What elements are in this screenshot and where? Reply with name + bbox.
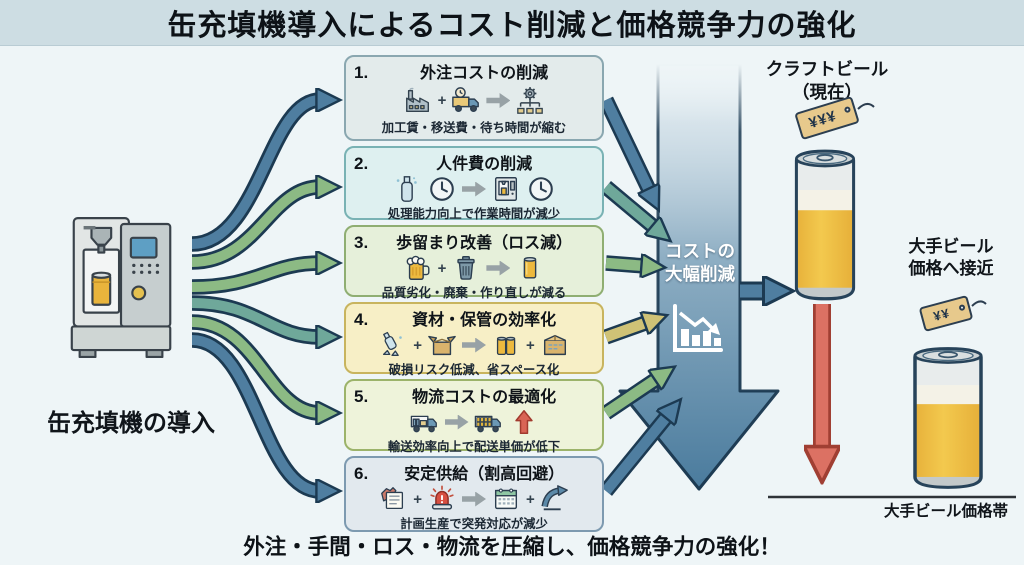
plus-sign: + (526, 336, 535, 354)
trash-icon (457, 256, 476, 280)
benefit-boxes: 1. 外注コストの削減 + 加工賃・移送費・待ち時間が縮む 2. 人件費の削減 … (344, 55, 604, 532)
box-header: 5. 物流コストの最適化 (354, 383, 594, 407)
price-floor-label: 大手ビール価格帯 (883, 503, 1008, 520)
benefit-box-1: 1. 外注コストの削減 + 加工賃・移送費・待ち時間が縮む (344, 55, 604, 141)
box-caption: 破損リスク低減、省スペース化 (388, 363, 560, 377)
tag-hole (843, 105, 852, 114)
truck-cans-icon (474, 415, 501, 433)
box-open-icon (428, 335, 456, 356)
calendar-icon (494, 488, 518, 510)
box-icon-row: + (354, 85, 594, 117)
transform-arrow-icon (444, 414, 469, 430)
box-title: 歩留まり改善（ロス減） (396, 235, 573, 252)
box-number: 6. (354, 464, 369, 483)
benefit-box-3: 3. 歩留まり改善（ロス減） + 品質劣化・廃棄・作り直しが減る (344, 225, 604, 300)
benefit-box-2: 2. 人件費の削減 処理能力向上で作業時間が減少 (344, 146, 604, 221)
plus-sign: + (526, 490, 535, 508)
transform-arrow-icon (486, 93, 511, 108)
page-title: 缶充填機導入によるコスト削減と価格競争力の強化 (167, 9, 857, 42)
transform-arrow-icon (462, 337, 486, 353)
filling-machine-icon (494, 177, 518, 201)
can-filler-machine-illustration (70, 217, 172, 359)
box-icon-row: ++ (354, 330, 594, 360)
major-beer-can (913, 347, 983, 489)
mug-icon (406, 255, 430, 280)
can-gold-icon (524, 256, 537, 279)
box-icon-row (354, 174, 594, 204)
box-icon-row: ++ (354, 484, 594, 514)
box-header: 6. 安定供給（割高回避） (354, 460, 594, 484)
box-icon-row (354, 407, 594, 437)
approach-label: 大手ビール 価格へ接近 (908, 237, 994, 279)
box-number: 1. (354, 63, 369, 82)
bottle-icon (396, 176, 418, 202)
box-caption: 計画生産で突発対応が減少 (400, 517, 548, 531)
major-price-tag-text: ¥¥ (931, 305, 952, 325)
tag-string (971, 300, 987, 307)
machine-label: 缶充填機の導入 (47, 410, 215, 437)
bottom-caption: 外注・手間・ロス・物流を圧縮し、価格競争力の強化！ (243, 535, 781, 559)
box-caption: 輸送効率向上で配送単価が低下 (387, 440, 561, 454)
plus-sign: + (413, 336, 422, 354)
plus-sign: + (413, 490, 422, 508)
memo-icon (381, 487, 404, 510)
cost-reduction-label: コストの 大幅削減 (665, 241, 735, 285)
box-caption: 加工賃・移送費・待ち時間が縮む (381, 121, 567, 135)
box-icon-row: + (354, 253, 594, 283)
bottle-broken-icon (381, 330, 403, 356)
siren-icon (430, 485, 454, 510)
box-number: 4. (354, 310, 369, 329)
benefit-box-4: 4. 資材・保管の効率化 ++ 破損リスク低減、省スペース化 (344, 302, 604, 377)
title-band: 缶充填機導入によるコスト削減と価格競争力の強化 (0, 0, 1024, 46)
arrow-up-red-icon (514, 410, 533, 434)
craft-price-tag-text: ¥¥¥ (806, 107, 839, 132)
box-packed-icon (543, 334, 566, 356)
craft-beer-can (794, 149, 856, 301)
tag-string (857, 103, 875, 110)
box-title: 資材・保管の効率化 (412, 312, 557, 329)
gear-flow-icon (517, 85, 544, 114)
benefit-box-5: 5. 物流コストの最適化 輸送効率向上で配送単価が低下 (344, 379, 604, 454)
factory-icon (405, 87, 429, 112)
transform-arrow-icon (462, 181, 486, 197)
fanout-arrows (191, 100, 320, 491)
arrow-rebound-icon (540, 484, 570, 514)
box-title: 物流コストの最適化 (412, 389, 557, 406)
box-title: 外注コストの削減 (420, 65, 549, 82)
clock-icon (529, 177, 553, 201)
box-number: 3. (354, 233, 369, 252)
transform-arrow-icon (486, 260, 511, 276)
plus-sign: + (437, 92, 447, 109)
box-number: 5. (354, 387, 369, 406)
transform-arrow-icon (462, 491, 486, 507)
box-header: 3. 歩留まり改善（ロス減） (354, 229, 594, 253)
craft-beer-label: クラフトビール （現在） (765, 59, 889, 102)
cost-decline-chart-icon (673, 304, 723, 352)
truck-clock-icon (452, 86, 480, 112)
box-header: 2. 人件費の削減 (354, 150, 594, 174)
box-caption: 品質劣化・廃棄・作り直しが減る (381, 286, 567, 300)
box-title: 人件費の削減 (436, 156, 533, 173)
box-header: 1. 外注コストの削減 (354, 59, 594, 83)
truck-bottles-icon (410, 415, 437, 433)
box-number: 2. (354, 154, 369, 173)
can-pair-icon (496, 336, 516, 356)
box-caption: 処理能力向上で作業時間が減少 (387, 207, 561, 221)
box-title: 安定供給（割高回避） (404, 466, 565, 483)
tag-hole (958, 303, 966, 311)
clock-icon (430, 177, 454, 201)
plus-sign: + (437, 259, 447, 277)
box-header: 4. 資材・保管の効率化 (354, 306, 594, 330)
converging-arrows (599, 96, 668, 496)
benefit-box-6: 6. 安定供給（割高回避） ++ 計画生産で突発対応が減少 (344, 456, 604, 532)
